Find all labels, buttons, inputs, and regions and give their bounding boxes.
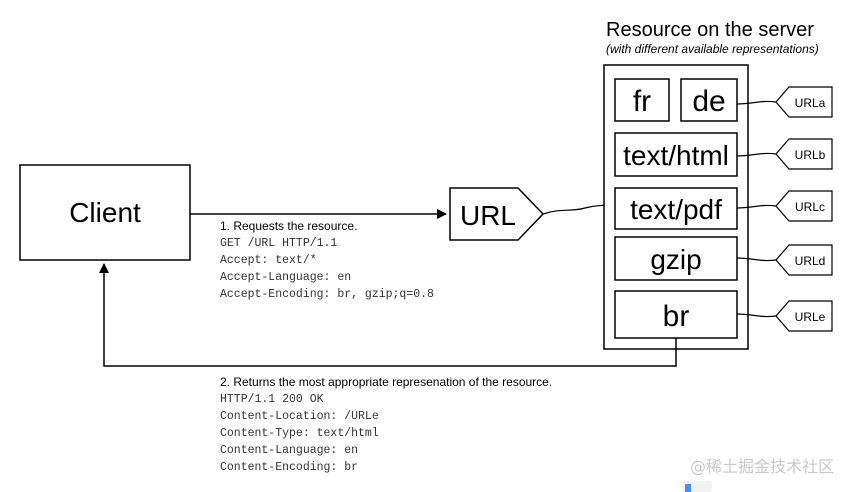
url-tag-b: URLb (775, 138, 833, 170)
url-tag-e: URLe (775, 300, 833, 332)
response-heading: 2. Returns the most appropriate represen… (220, 375, 552, 389)
representation-label: text/pdf (630, 194, 722, 225)
representation-label: fr (633, 85, 651, 118)
representation-gzip: gzip (614, 236, 738, 281)
response-line: Content-Encoding: br (220, 461, 358, 474)
representation-label: br (663, 300, 690, 333)
watermark: @稀土掘金技术社区 (690, 457, 835, 476)
tag-connector (736, 152, 777, 157)
url-label: URL (460, 200, 516, 231)
response-line: Content-Type: text/html (220, 427, 379, 440)
tag-connector (736, 100, 777, 105)
representation-de: de (680, 78, 738, 122)
representation-label: text/html (623, 140, 729, 171)
url-tag-label: URLa (795, 96, 826, 110)
representation-br: br (614, 290, 738, 339)
request-line: Accept-Encoding: br, gzip;q=0.8 (220, 288, 434, 301)
url-tag-label: URLb (795, 148, 826, 162)
representation-fr: fr (614, 78, 670, 122)
tag-connector (736, 257, 777, 262)
representation-text-pdf: text/pdf (614, 187, 738, 230)
server-title: Resource on the server (606, 19, 814, 41)
representation-label: gzip (650, 244, 701, 275)
url-tag-d: URLd (775, 244, 833, 276)
representation-label: de (692, 85, 725, 118)
request-heading: 1. Requests the resource. (220, 219, 357, 233)
corner-badge-icon (682, 481, 712, 492)
client-node: Client (19, 164, 191, 261)
representation-text-html: text/html (614, 132, 738, 177)
response-line: Content-Location: /URLe (220, 410, 379, 423)
response-line: HTTP/1.1 200 OK (220, 393, 324, 406)
url-node: URL (449, 187, 545, 241)
url-tag-a: URLa (775, 86, 833, 118)
tag-connector (736, 313, 777, 318)
client-label: Client (69, 197, 141, 228)
response-line: Content-Language: en (220, 444, 358, 457)
request-line: Accept: text/* (220, 254, 317, 267)
url-tag-label: URLd (795, 254, 826, 268)
request-text: 1. Requests the resource. GET /URL HTTP/… (220, 219, 434, 301)
url-tag-c: URLc (775, 190, 833, 222)
response-text: 2. Returns the most appropriate represen… (220, 375, 552, 474)
url-server-connector (542, 204, 607, 215)
response-arrow (99, 263, 677, 367)
url-tag-label: URLe (795, 310, 826, 324)
request-line: GET /URL HTTP/1.1 (220, 237, 337, 250)
url-tag-label: URLc (795, 200, 825, 214)
server-subtitle: (with different available representation… (606, 42, 819, 56)
request-line: Accept-Language: en (220, 271, 351, 284)
tag-connector (736, 204, 777, 209)
